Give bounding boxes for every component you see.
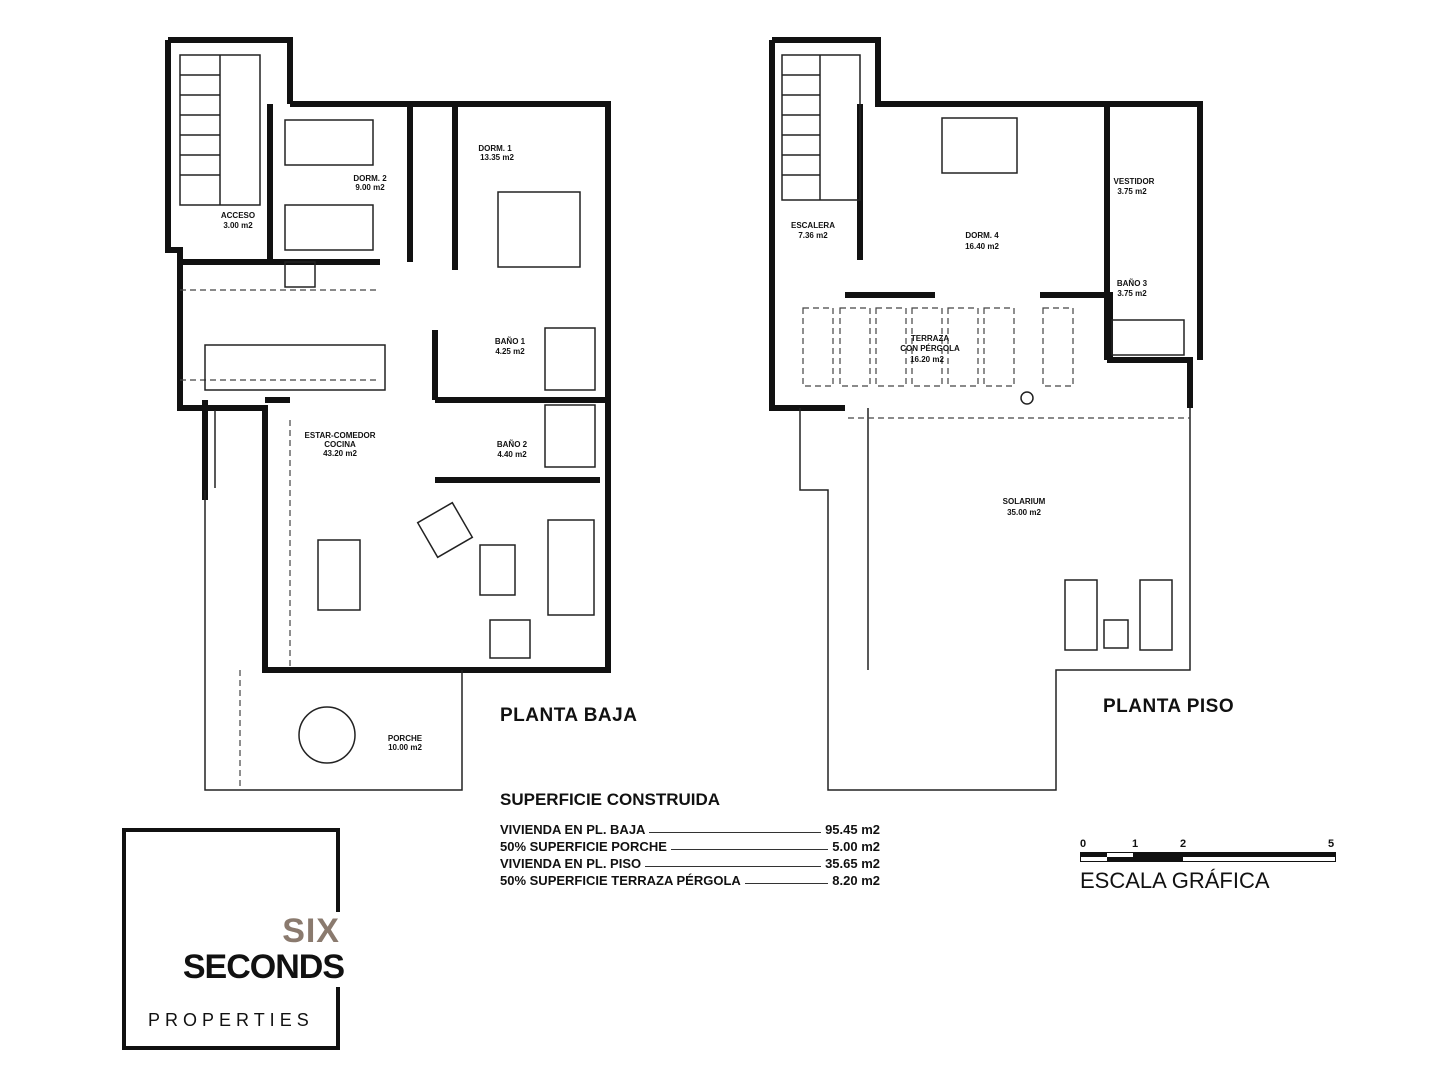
armchair bbox=[416, 501, 474, 559]
upper-floor-title: PLANTA PISO bbox=[1103, 696, 1235, 717]
surface-value: 35.65 m2 bbox=[825, 856, 880, 871]
room-area: 3.75 m2 bbox=[1117, 289, 1147, 298]
ground-floor-title: PLANTA BAJA bbox=[500, 705, 638, 726]
scale-tick: 0 bbox=[1080, 838, 1087, 850]
kitchen-island bbox=[204, 344, 386, 391]
room-label: BAÑO 1 bbox=[495, 337, 526, 346]
graphic-scale: 0 1 2 5 ESCALA GRÁFICA bbox=[1080, 838, 1336, 894]
upper-floor-plan: ESCALERA 7.36 m2 DORM. 4 16.40 m2 VESTID… bbox=[769, 37, 1203, 791]
scale-label: ESCALA GRÁFICA bbox=[1080, 868, 1270, 893]
surface-row: VIVIENDA EN PL. BAJA 95.45 m2 bbox=[500, 820, 880, 837]
room-area: 4.40 m2 bbox=[497, 450, 527, 459]
room-area: 4.25 m2 bbox=[495, 347, 525, 356]
shower bbox=[544, 327, 596, 391]
pergola-beams bbox=[802, 307, 1074, 387]
room-area: 3.75 m2 bbox=[1117, 187, 1147, 196]
room-area: 13.35 m2 bbox=[480, 153, 514, 162]
room-label: CON PÉRGOLA bbox=[900, 344, 960, 353]
room-label: DORM. 2 bbox=[353, 174, 387, 183]
room-label: TERRAZA bbox=[911, 334, 949, 343]
scale-tick: 5 bbox=[1328, 838, 1335, 850]
room-area: 9.00 m2 bbox=[355, 183, 385, 192]
room-label: COCINA bbox=[324, 440, 356, 449]
bathtub bbox=[1111, 319, 1185, 356]
room-label: BAÑO 3 bbox=[1117, 279, 1148, 288]
six-seconds-logo: SIX SECONDS PROPERTIES bbox=[122, 828, 345, 1050]
scale-tick: 1 bbox=[1132, 838, 1139, 850]
bed bbox=[284, 119, 374, 166]
surface-label: VIVIENDA EN PL. BAJA bbox=[500, 822, 646, 837]
staircase bbox=[179, 54, 261, 206]
surface-title: SUPERFICIE CONSTRUIDA bbox=[500, 790, 721, 809]
sun-lounger bbox=[1064, 579, 1098, 651]
dining-table bbox=[317, 539, 361, 611]
logo-text: SECONDS bbox=[178, 948, 345, 987]
room-area: 43.20 m2 bbox=[323, 449, 357, 458]
surface-label: 50% SUPERFICIE TERRAZA PÉRGOLA bbox=[500, 873, 741, 888]
sofa bbox=[547, 519, 595, 616]
double-bed bbox=[941, 117, 1018, 174]
room-label: SOLARIUM bbox=[1003, 497, 1046, 506]
ground-floor-plan: ACCESO 3.00 m2 DORM. 2 9.00 m2 DORM. 1 1… bbox=[165, 37, 611, 791]
porch-table bbox=[298, 706, 356, 764]
room-label: ACCESO bbox=[221, 211, 255, 220]
staircase bbox=[781, 54, 861, 201]
room-label: BAÑO 2 bbox=[497, 440, 528, 449]
shower bbox=[544, 404, 596, 468]
room-area: 10.00 m2 bbox=[388, 743, 422, 752]
armchair bbox=[489, 619, 531, 659]
room-label: ESTAR-COMEDOR bbox=[305, 431, 376, 440]
room-label: ESCALERA bbox=[791, 221, 835, 230]
surface-row: 50% SUPERFICIE PORCHE 5.00 m2 bbox=[500, 837, 880, 854]
room-label: DORM. 4 bbox=[965, 231, 999, 240]
pergola-post bbox=[1020, 391, 1034, 405]
bed bbox=[284, 204, 374, 251]
room-label: VESTIDOR bbox=[1114, 177, 1155, 186]
logo-text: SIX bbox=[278, 912, 340, 951]
room-label: DORM. 1 bbox=[478, 144, 512, 153]
surface-row: VIVIENDA EN PL. PISO 35.65 m2 bbox=[500, 854, 880, 871]
room-area: 7.36 m2 bbox=[798, 231, 828, 240]
surface-value: 8.20 m2 bbox=[832, 873, 880, 888]
surface-label: VIVIENDA EN PL. PISO bbox=[500, 856, 642, 871]
room-area: 35.00 m2 bbox=[1007, 508, 1041, 517]
scale-tick: 2 bbox=[1180, 838, 1187, 850]
surface-row: 50% SUPERFICIE TERRAZA PÉRGOLA 8.20 m2 bbox=[500, 871, 880, 888]
logo-text: PROPERTIES bbox=[148, 1010, 318, 1031]
coffee-table bbox=[479, 544, 516, 596]
double-bed bbox=[497, 191, 581, 268]
surface-label: 50% SUPERFICIE PORCHE bbox=[500, 839, 667, 854]
sun-lounger bbox=[1139, 579, 1173, 651]
surface-table: SUPERFICIE CONSTRUIDA VIVIENDA EN PL. BA… bbox=[500, 790, 880, 888]
room-area: 16.40 m2 bbox=[965, 242, 999, 251]
surface-value: 5.00 m2 bbox=[832, 839, 880, 854]
cooktop bbox=[284, 261, 316, 288]
room-label: PORCHE bbox=[388, 734, 423, 743]
surface-value: 95.45 m2 bbox=[825, 822, 880, 837]
scale-bar bbox=[1080, 852, 1336, 862]
room-area: 16.20 m2 bbox=[910, 355, 944, 364]
room-area: 3.00 m2 bbox=[223, 221, 253, 230]
side-table bbox=[1103, 619, 1129, 649]
